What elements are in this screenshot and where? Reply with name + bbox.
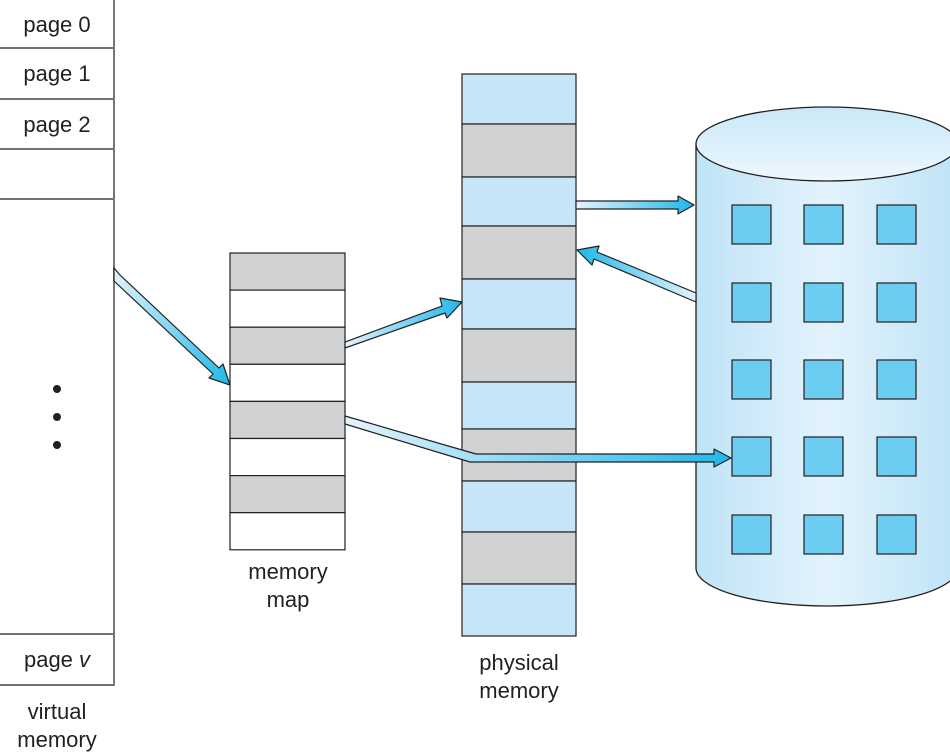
disk-block: [803, 359, 844, 400]
arrow-map-to-disk: [344, 415, 732, 468]
arrow-map-to-physical: [344, 297, 463, 349]
arrows: [113, 195, 732, 468]
virtual-memory-outline: [0, 0, 115, 686]
disk-block: [876, 514, 917, 555]
physical-frame-used: [461, 531, 577, 585]
memory-map-entry-filled: [229, 252, 346, 291]
physical-memory-label-line1: physical: [479, 650, 559, 675]
memory-map-label-line1: memory: [248, 559, 328, 584]
disk-blocks: [731, 204, 917, 555]
memory-map-entry-filled: [229, 400, 346, 440]
memory-map-entry-empty: [229, 363, 346, 402]
memory-map-label-line2: map: [266, 587, 310, 612]
physical-frame-used: [461, 123, 577, 178]
physical-memory-label-line2: memory: [479, 678, 559, 703]
physical-frame-used: [461, 328, 577, 383]
disk-block: [876, 204, 917, 245]
disk-block: [803, 282, 844, 323]
ellipsis-dot: [53, 441, 61, 449]
arrow-disk-to-physical: [576, 245, 697, 303]
disk-block: [803, 436, 844, 477]
disk-block: [876, 436, 917, 477]
physical-frame-free: [461, 583, 577, 637]
physical-frame-free: [461, 176, 577, 227]
physical-frame-used: [461, 225, 577, 280]
disk-block: [731, 204, 772, 245]
physical-frame-free: [461, 73, 577, 125]
backing-store-disk: [695, 106, 950, 607]
disk-block: [803, 204, 844, 245]
physical-frame-free: [461, 480, 577, 533]
virtual-memory-label: virtual memory: [0, 698, 114, 754]
disk-block: [876, 359, 917, 400]
virtual-memory-label-line1: virtual: [27, 699, 87, 724]
arrow-physical-to-disk: [575, 195, 695, 215]
disk-block: [876, 282, 917, 323]
memory-map-entry-empty: [229, 289, 346, 328]
ellipsis-dot: [53, 413, 61, 421]
vm-page-2-label: page 2: [23, 112, 91, 137]
vm-page-1-label: page 1: [23, 61, 91, 86]
virtual-memory-label-line2: memory: [17, 727, 97, 752]
physical-memory-label: physical memory: [462, 649, 576, 705]
vm-page-0-label: page 0: [23, 12, 91, 37]
memory-map-label: memory map: [230, 558, 346, 614]
vm-page-v-label: page v: [0, 635, 114, 685]
vm-page-v-prefix: page: [23, 647, 80, 672]
virtual-memory-column: [0, 0, 115, 686]
physical-frame-free: [461, 381, 577, 430]
memory-map-entry-filled: [229, 326, 346, 365]
disk-block: [731, 436, 772, 477]
arrow-virtual-to-map: [113, 267, 231, 386]
disk-block: [731, 359, 772, 400]
vm-page-v-var: v: [79, 647, 91, 672]
ellipsis-dot: [53, 385, 61, 393]
disk-block: [803, 514, 844, 555]
memory-map-entry-filled: [229, 475, 346, 514]
memory-map-entry-empty: [229, 437, 346, 477]
disk-block: [731, 514, 772, 555]
disk-top: [695, 106, 950, 182]
disk-block: [731, 282, 772, 323]
memory-map-table: [229, 252, 346, 551]
physical-frame-free: [461, 278, 577, 330]
memory-map-entry-empty: [229, 512, 346, 551]
physical-memory-column: [461, 73, 577, 637]
